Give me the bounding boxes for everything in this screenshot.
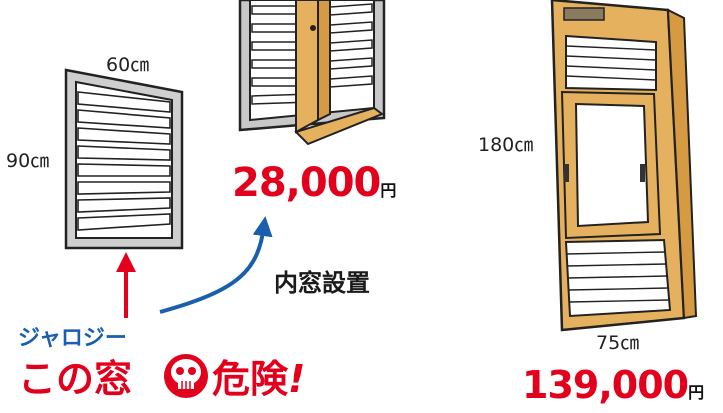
door-price-value: 139,000 (522, 363, 689, 407)
install-label: 内窓設置 (274, 269, 370, 297)
warning-headline-right-text: 危険 (212, 357, 289, 401)
inner-window-price: 28,000円 (232, 163, 396, 203)
jalousie-width-label: 60㎝ (106, 54, 150, 76)
jalousie-height-label: 90㎝ (6, 150, 50, 172)
skull-icon (164, 354, 208, 398)
warning-headline-right: 危険! (212, 360, 305, 398)
jalousie-window (64, 68, 184, 250)
door-unit (550, 0, 698, 332)
inner-window-price-value: 28,000 (232, 160, 381, 206)
inner-window-price-unit: 円 (380, 181, 397, 200)
door-width-label: 75㎝ (596, 332, 640, 354)
warning-headline-left: この窓 (18, 357, 133, 401)
inner-window (238, 0, 386, 146)
door-height-label: 180㎝ (478, 134, 534, 156)
warning-exclamation: ! (288, 357, 306, 401)
door-price-unit: 円 (688, 383, 705, 402)
blue-arrow (159, 216, 273, 314)
warning-subtitle: ジャロジー (18, 326, 127, 351)
door-price: 139,000円 (522, 366, 704, 404)
